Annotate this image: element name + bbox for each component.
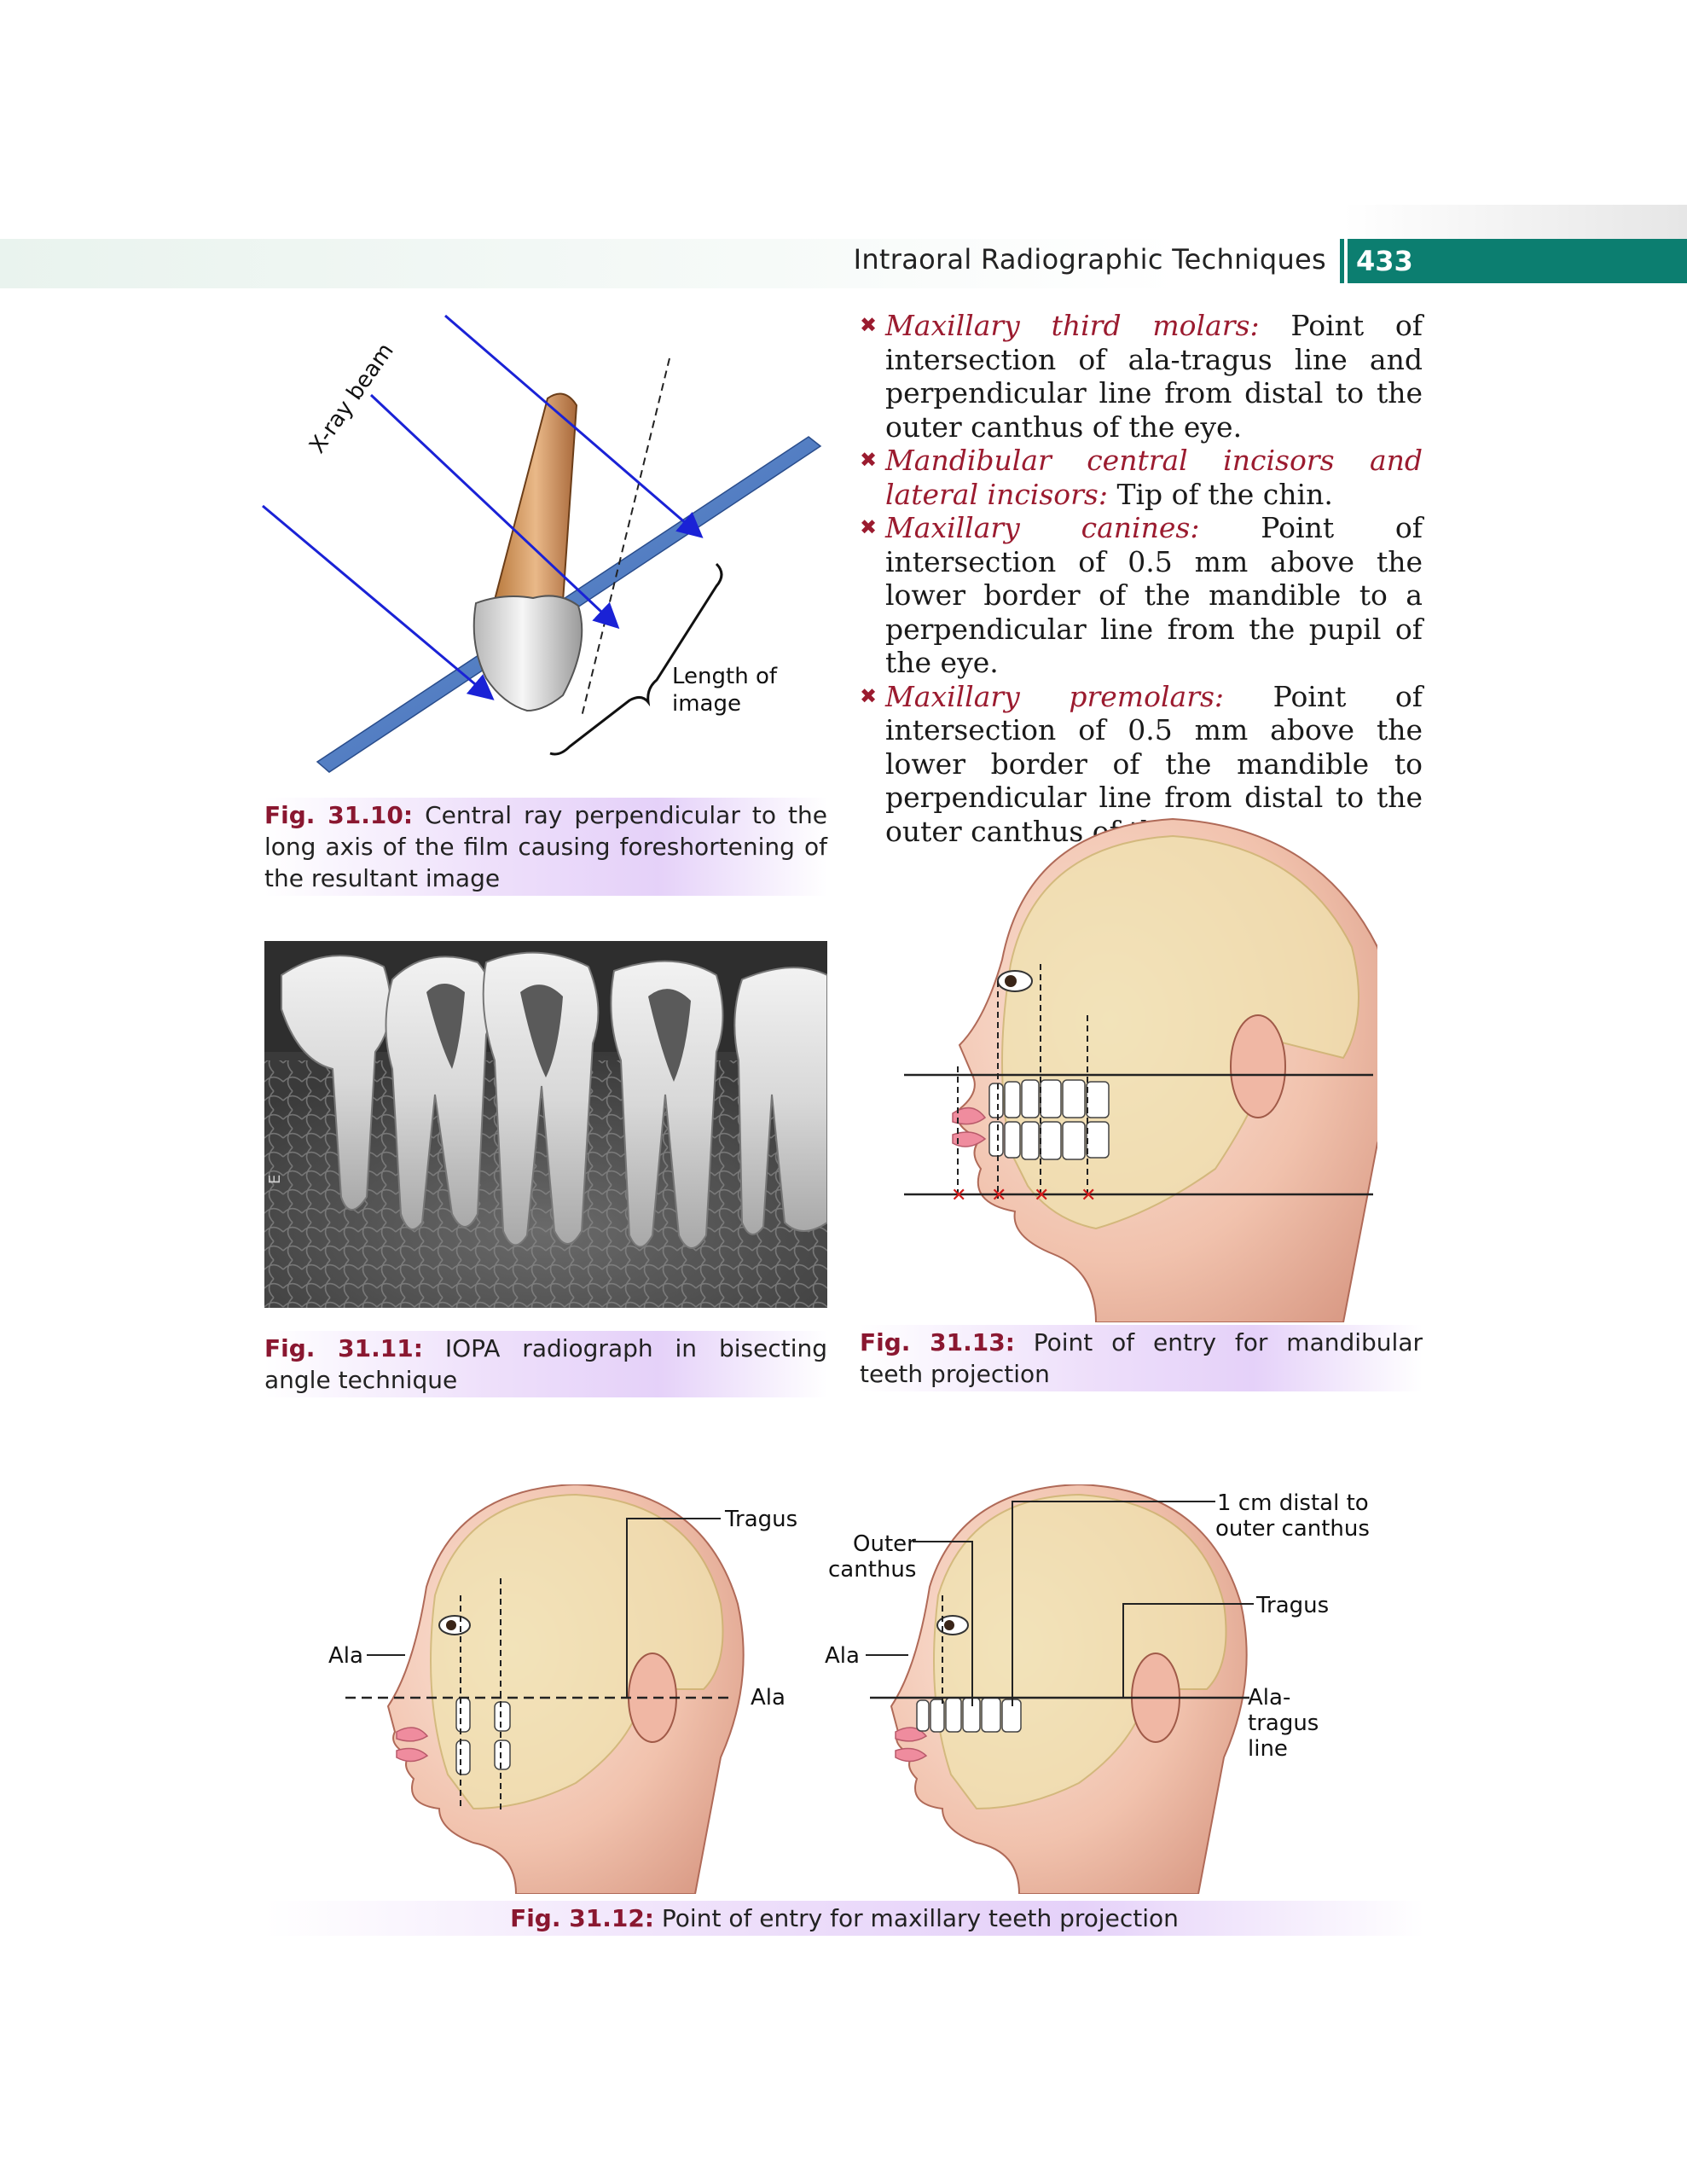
page-tab-divider: [1344, 239, 1348, 283]
bullet-term: Maxillary premolars:: [885, 679, 1225, 713]
bullet-text: Tip of the chin.: [1108, 477, 1333, 511]
xray-beam-arrow-1: [444, 314, 704, 538]
pupil: [446, 1620, 456, 1630]
label-tragus: Tragus: [1255, 1593, 1329, 1618]
caption-text: IOPA radiograph in bisecting angle techn…: [264, 1334, 828, 1394]
bullet-cross-icon: ✖: [860, 448, 878, 472]
lips: [952, 1107, 987, 1147]
label-distal-line1: 1 cm distal to: [1217, 1490, 1369, 1516]
caption-text: Point of entry for mandibular teeth proj…: [860, 1328, 1423, 1388]
fig-label: Fig. 31.11:: [264, 1334, 423, 1362]
svg-text:✕: ✕: [991, 1185, 1006, 1206]
bullet-cross-icon: ✖: [860, 515, 878, 539]
bullet-term: Maxillary third molars:: [885, 309, 1260, 342]
bisector-line: [581, 357, 670, 717]
xray-beam-arrow-2: [369, 393, 620, 630]
bullet-term: Mandibular central incisors and lateral …: [885, 444, 1423, 511]
svg-text:✕: ✕: [1034, 1185, 1049, 1206]
bullet-text: Point of intersection of 0.5 mm above th…: [885, 511, 1423, 679]
label-ala-tragus-3: line: [1248, 1736, 1288, 1762]
vertical-guides: [460, 1578, 501, 1813]
pupil: [1005, 975, 1017, 987]
label-ala-tragus-2: tragus: [1248, 1711, 1319, 1736]
label-outer-line1: Outer: [853, 1531, 916, 1557]
tooth-illustration: [472, 392, 583, 712]
vertical-guides: [957, 964, 1088, 1199]
lips: [895, 1727, 928, 1763]
tragus-leader: [1122, 1603, 1254, 1698]
lips: [396, 1727, 429, 1763]
svg-text:✕: ✕: [951, 1185, 966, 1206]
label-ala: Ala: [825, 1643, 860, 1669]
fig-31-10-caption: Fig. 31.10: Central ray perpendicular to…: [264, 798, 827, 896]
bullet-term: Maxillary canines:: [885, 511, 1200, 544]
list-item: ✖ Mandibular central incisors and latera…: [860, 444, 1423, 511]
xray-beam-arrow-3: [262, 504, 495, 700]
fig-31-12-right-diagram: Outer canthus 1 cm distal to outer canth…: [825, 1484, 1369, 1894]
page-number-tab: [1340, 239, 1687, 283]
page-number: 433: [1356, 245, 1413, 277]
length-label-line1: Length of: [672, 664, 778, 689]
header-shadow: [1343, 205, 1687, 242]
running-head: Intraoral Radiographic Techniques: [853, 243, 1326, 276]
fig-31-11-radiograph: E: [264, 941, 827, 1308]
teeth-group: [916, 1697, 1022, 1733]
entry-point-markers: ✕ ✕ ✕ ✕: [951, 1185, 1096, 1206]
bullet-cross-icon: ✖: [860, 313, 878, 337]
entry-point-list: ✖ Maxillary third molars: Point of inter…: [860, 309, 1423, 848]
tragus-leader: [626, 1518, 721, 1698]
outer-canthus-leader: [913, 1541, 973, 1706]
caption-text: Central ray perpendicular to the long ax…: [264, 801, 828, 892]
label-tragus: Tragus: [724, 1507, 797, 1532]
fig-31-10-diagram: X-ray beam Length of image: [262, 314, 822, 773]
fig-label: Fig. 31.13:: [860, 1328, 1015, 1356]
fig-label: Fig. 31.12:: [510, 1904, 654, 1932]
label-outer-line2: canthus: [828, 1557, 916, 1583]
label-ala-right: Ala: [751, 1685, 786, 1711]
label-ala-tragus-1: Ala-: [1248, 1685, 1290, 1711]
bullet-text: Point of intersection of ala-tragus line…: [885, 309, 1423, 444]
fig-label: Fig. 31.10:: [264, 801, 414, 829]
caption-text: Point of entry for maxillary teeth proje…: [654, 1904, 1179, 1932]
fig-31-12-left-diagram: Tragus Ala Ala: [328, 1484, 797, 1894]
beam-label: X-ray beam: [304, 339, 399, 458]
distal-leader: [1012, 1501, 1215, 1706]
label-ala-left: Ala: [328, 1643, 363, 1669]
fig-31-12-caption: Fig. 31.12: Point of entry for maxillary…: [264, 1901, 1424, 1936]
label-distal-line2: outer canthus: [1215, 1516, 1369, 1542]
length-label-line2: image: [672, 691, 741, 717]
fig-31-11-caption: Fig. 31.11: IOPA radiograph in bisecting…: [264, 1331, 827, 1397]
ear: [1230, 1014, 1286, 1118]
ear: [628, 1653, 677, 1743]
list-item: ✖ Maxillary canines: Point of intersecti…: [860, 511, 1423, 680]
film-orientation-mark: E: [266, 1175, 284, 1184]
fig-31-13-head-diagram: ✕ ✕ ✕ ✕: [904, 817, 1377, 1322]
pupil: [944, 1620, 954, 1630]
fig-31-13-caption: Fig. 31.13: Point of entry for mandibula…: [860, 1325, 1423, 1391]
bullet-cross-icon: ✖: [860, 683, 878, 708]
svg-text:✕: ✕: [1081, 1185, 1096, 1206]
list-item: ✖ Maxillary third molars: Point of inter…: [860, 309, 1423, 444]
teeth-group: [988, 1079, 1110, 1160]
length-brace: [549, 562, 723, 756]
radiograph-image: E: [264, 941, 827, 1308]
